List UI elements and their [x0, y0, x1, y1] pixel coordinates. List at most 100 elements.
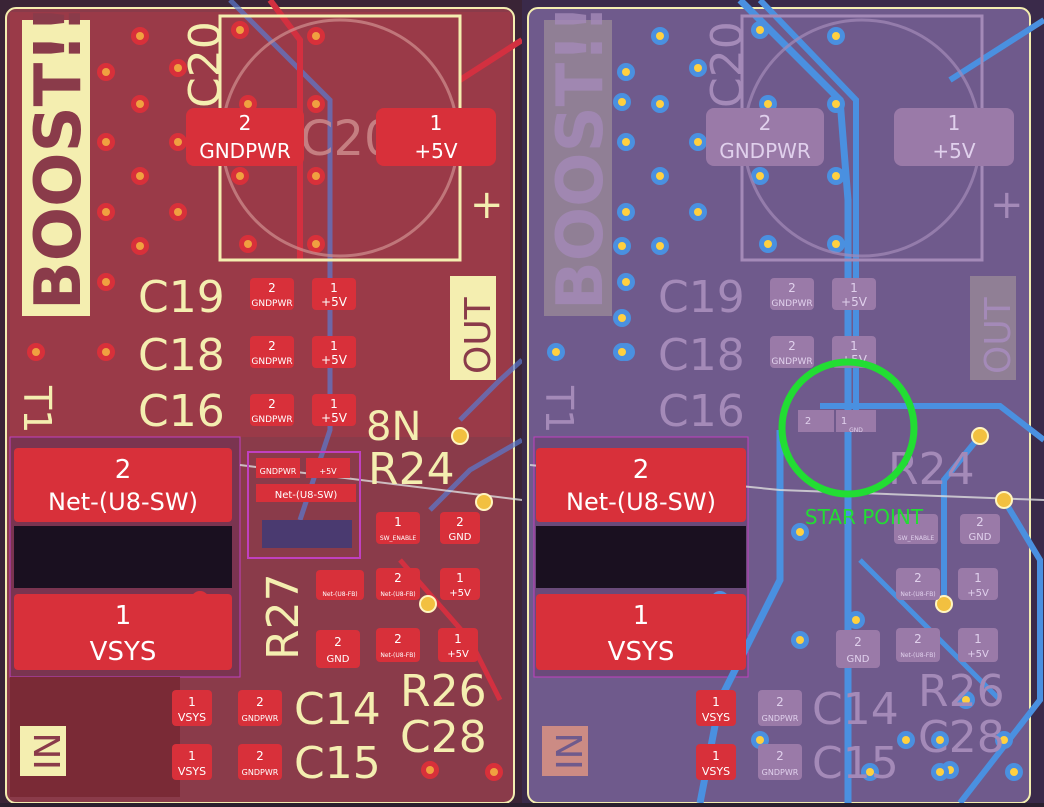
c28-pad-1[interactable]: [438, 628, 478, 662]
c15-pad1-net: VSYS: [178, 765, 206, 778]
c19-pad1-net: +5V: [321, 295, 348, 309]
trace-red-left-1: [267, 0, 303, 260]
via-hole: [656, 172, 664, 180]
star-point-pads[interactable]: 2 1 GND: [798, 410, 876, 434]
c15-pad-2[interactable]: [238, 744, 282, 780]
c20-pad1-num-faded: 1: [948, 111, 961, 135]
via-selected[interactable]: [475, 493, 493, 511]
c20-pad-2-faded[interactable]: [706, 108, 824, 166]
c18-pad2-num: 2: [268, 339, 276, 353]
inductor-pad1-num: 1: [115, 601, 132, 631]
c19-pad-1-faded[interactable]: [832, 278, 876, 310]
fb-resistor-pad[interactable]: [316, 570, 364, 600]
c14-pad-2[interactable]: [238, 690, 282, 726]
r26-pad-2[interactable]: [376, 568, 420, 600]
in-label-right: IN: [550, 732, 591, 770]
c19-pad-2-faded[interactable]: [770, 278, 814, 310]
inductor-pad-2[interactable]: [14, 448, 232, 522]
via-hole: [32, 348, 40, 356]
c14-pad-2-right[interactable]: [758, 690, 802, 726]
r26-pad-1[interactable]: [440, 568, 480, 600]
c28-pad-2-faded[interactable]: [896, 628, 940, 662]
c28-pads-faded[interactable]: 2 Net-(U8-FB) 1 +5V: [896, 628, 998, 662]
inductor-pad-1-right[interactable]: [536, 594, 746, 670]
c20-capacitor[interactable]: C20 C20 2 GNDPWR 1 +5V +: [180, 14, 504, 262]
c15-capacitor[interactable]: 1 VSYS 2 GNDPWR C15: [172, 738, 381, 789]
c20-ref: C20: [180, 21, 231, 108]
c15-pad-2-right[interactable]: [758, 744, 802, 780]
c15-pads-faded[interactable]: 1 VSYS 2 GNDPWR C15: [696, 738, 899, 789]
c18-capacitor[interactable]: C18 2 GNDPWR 1 +5V: [138, 330, 356, 381]
c18-pad-1[interactable]: [312, 336, 356, 368]
via-selected[interactable]: [451, 427, 469, 445]
r24-pad-2[interactable]: [440, 512, 480, 544]
u8-pad-gnd[interactable]: [256, 458, 300, 478]
r24-ghost-ref: 8N: [366, 404, 421, 450]
r26-pads-faded[interactable]: 2 Net-(U8-FB) 1 +5V: [896, 568, 998, 600]
c18-pad-2[interactable]: [250, 336, 294, 368]
c16-pad-2[interactable]: [250, 394, 294, 426]
u8-pad-sw[interactable]: [256, 484, 356, 502]
c19-pad-2[interactable]: [250, 278, 294, 310]
c15-pad1-net-right: VSYS: [702, 765, 730, 778]
c20-ref-faded: C20: [702, 21, 753, 108]
c15-pad-1[interactable]: [172, 744, 212, 780]
via-hole: [236, 172, 244, 180]
u8-ic[interactable]: GNDPWR +5V Net-(U8-SW): [247, 451, 361, 559]
via-hole: [832, 100, 840, 108]
r26-pad-2-faded[interactable]: [896, 568, 940, 600]
r27-resistor[interactable]: 2 GND: [316, 630, 360, 668]
r27-pads-faded[interactable]: 2 GND: [836, 630, 880, 668]
r24-pads-faded[interactable]: SW_ENABLE 2 GND: [894, 514, 1000, 544]
c19-capacitor[interactable]: C19 2 GNDPWR 1 +5V: [138, 272, 356, 323]
c19-pad2-net: GNDPWR: [251, 299, 292, 309]
via-hole: [796, 636, 804, 644]
c16-pad-1[interactable]: [312, 394, 356, 426]
inductor-pad-2-right[interactable]: [536, 448, 746, 522]
r26-pad-1-faded[interactable]: [958, 568, 998, 600]
c15-pad-1-right[interactable]: [696, 744, 736, 780]
r24-pad-2-faded[interactable]: [960, 514, 1000, 544]
left-board-view[interactable]: BOOST!! T1 C20 C20 2 GNDPWR 1 +5V + OUT …: [0, 0, 524, 804]
r27-pad-2[interactable]: [316, 630, 360, 668]
c19-pads-faded[interactable]: 2 GNDPWR 1 +5V: [770, 278, 876, 310]
r26-resistor[interactable]: 2 Net-(U8-FB) 1 +5V: [376, 568, 480, 600]
c14-capacitor[interactable]: 1 VSYS 2 GNDPWR C14: [172, 684, 381, 735]
c28-pad-1-faded[interactable]: [958, 628, 998, 662]
c18-pad2-net: GNDPWR: [251, 357, 292, 367]
via-selected[interactable]: [935, 595, 953, 613]
r24-pad-1[interactable]: [376, 512, 420, 544]
star-pad-1[interactable]: [836, 410, 876, 432]
c20-pad-1[interactable]: [376, 108, 496, 166]
c14-pad-1-right[interactable]: [696, 690, 736, 726]
c18-pad-2-faded[interactable]: [770, 336, 814, 368]
c28-pad2-net: Net-(U8-FB): [380, 652, 415, 659]
c28-capacitor[interactable]: 2 Net-(U8-FB) 1 +5V: [376, 628, 478, 662]
c20-pad-2[interactable]: [186, 108, 304, 166]
r24-resistor[interactable]: 1 SW_ENABLE 2 GND: [376, 512, 480, 544]
via-hole: [244, 240, 252, 248]
r24-pad-1-faded[interactable]: [894, 514, 938, 544]
c19-pad-1[interactable]: [312, 278, 356, 310]
right-board-view[interactable]: BOOST!! T1 C20 2 GNDPWR 1 +5V + OUT C19 …: [522, 0, 1044, 805]
r26-pad2-net-faded: Net-(U8-FB): [900, 591, 935, 598]
c14-pads-faded[interactable]: 1 VSYS 2 GNDPWR C14: [696, 684, 899, 735]
via-selected[interactable]: [419, 595, 437, 613]
u8-pad-5v[interactable]: [306, 458, 350, 478]
inductor-pad-1[interactable]: [14, 594, 232, 670]
inductor[interactable]: 2 Net-(U8-SW) 1 VSYS: [14, 448, 232, 670]
r27-pad-2-faded[interactable]: [836, 630, 880, 668]
fb-resistor[interactable]: Net-(U8-FB): [316, 570, 364, 600]
inductor-faded[interactable]: 2 Net-(U8-SW) 1 VSYS: [536, 448, 746, 670]
c28-pad-2[interactable]: [376, 628, 420, 662]
c20-capacitor-faded[interactable]: C20 2 GNDPWR 1 +5V +: [702, 14, 1024, 262]
via-selected[interactable]: [971, 427, 989, 445]
r26-pad2-num: 2: [394, 571, 402, 585]
via-selected[interactable]: [995, 491, 1013, 509]
c20-pad-1-faded[interactable]: [894, 108, 1014, 166]
c14-pad-1[interactable]: [172, 690, 212, 726]
c16-capacitor[interactable]: C16 2 GNDPWR 1 +5V: [138, 386, 356, 437]
star-pad-2[interactable]: [798, 410, 834, 432]
